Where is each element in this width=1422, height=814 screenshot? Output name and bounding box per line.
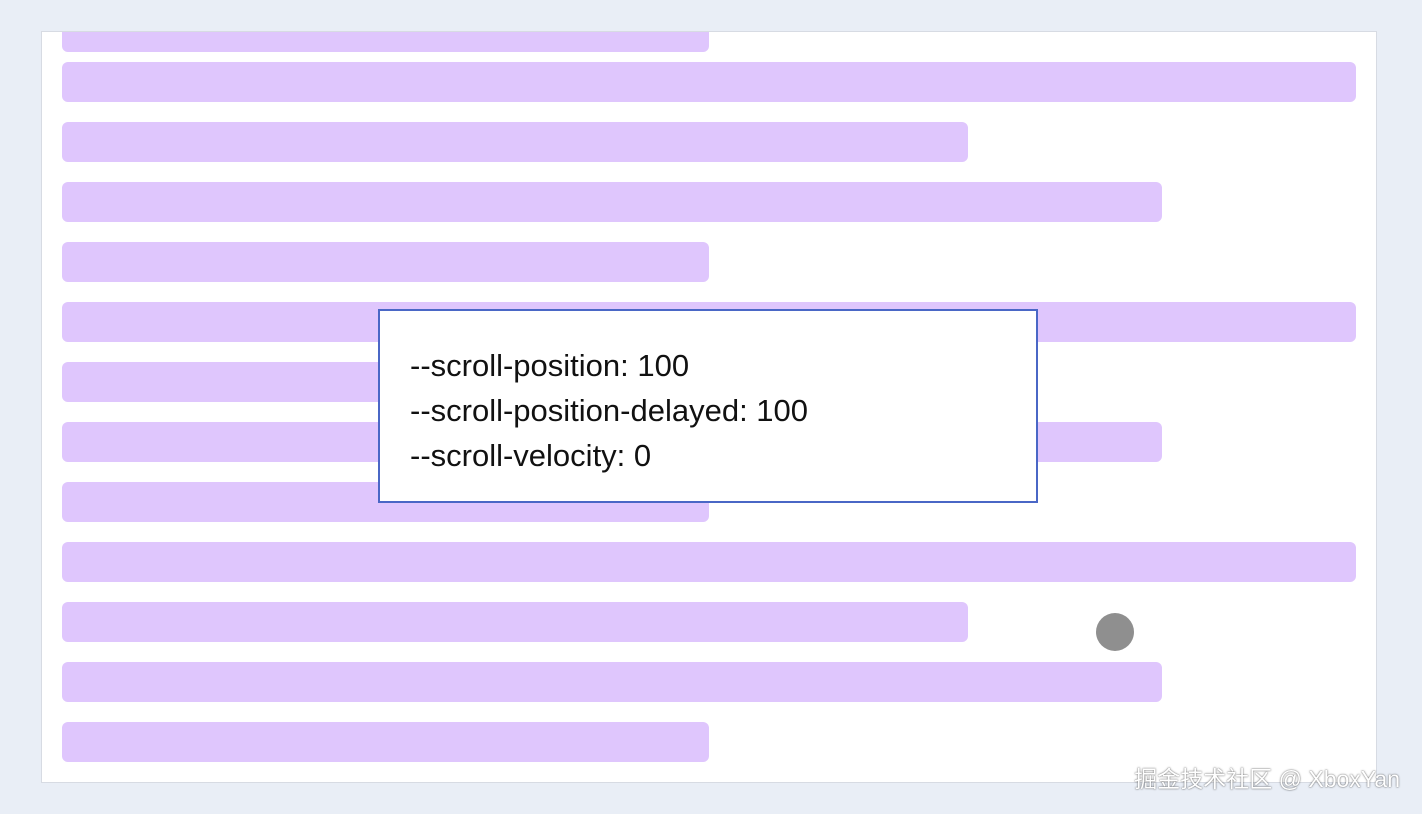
watermark: 掘金技术社区 @ XboxYan [1134,766,1400,792]
content-bar [62,62,1356,102]
scroll-info-panel: --scroll-position: 100 --scroll-position… [378,309,1038,503]
content-bar [62,242,709,282]
content-bar [62,542,1356,582]
content-bar [62,662,1162,702]
scroll-velocity-readout: --scroll-velocity: 0 [410,438,652,473]
content-bar [62,182,1162,222]
content-bar [62,122,968,162]
scroll-container[interactable]: --scroll-position: 100 --scroll-position… [41,31,1377,783]
content-bar [62,722,709,762]
content-bar [62,32,709,52]
scroll-position-readout: --scroll-position: 100 [410,348,690,383]
scroll-position-delayed-readout: --scroll-position-delayed: 100 [410,393,809,428]
cursor-dot [1096,613,1134,651]
content-bar [62,602,968,642]
